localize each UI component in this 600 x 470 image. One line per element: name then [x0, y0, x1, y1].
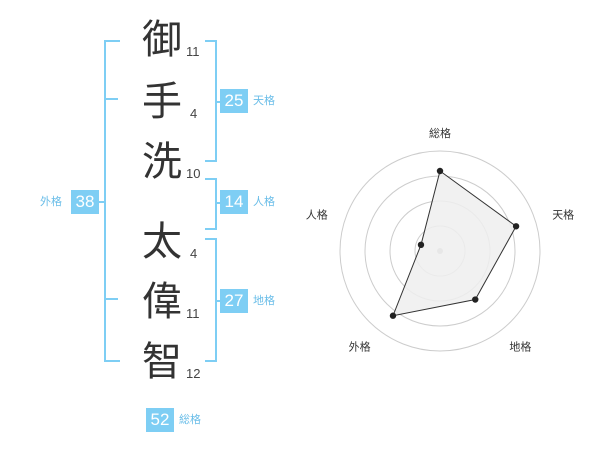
- stroke-count-4: 4: [190, 246, 198, 261]
- radar-area: [392, 170, 517, 317]
- gaikaku-bracket-arm: [99, 201, 104, 203]
- chikaku-bracket-arm: [215, 300, 220, 302]
- soukaku-value: 52: [146, 408, 174, 432]
- gaikaku-value: 38: [71, 190, 99, 214]
- radar-point-2: [472, 296, 479, 303]
- gaikaku-bracket-tick-2: [104, 298, 118, 300]
- chikaku-label: 地格: [253, 294, 275, 307]
- stroke-count-5: 11: [186, 306, 200, 321]
- radar-point-1: [512, 223, 520, 230]
- jinkaku-value: 14: [220, 190, 248, 214]
- radar-points: [389, 167, 520, 319]
- radar-axis-label-2: 地格: [509, 340, 531, 354]
- radar-point-4: [417, 241, 425, 249]
- name-char-5: 偉: [142, 279, 182, 325]
- jinkaku-label: 人格: [253, 195, 275, 208]
- name-char-1: 御: [142, 17, 182, 63]
- stroke-count-3: 10: [186, 166, 201, 181]
- jinkaku-bracket: [205, 178, 217, 230]
- radar-ring-4: [339, 150, 541, 352]
- tenkaku-value: 25: [220, 89, 248, 113]
- name-char-4: 太: [142, 219, 182, 265]
- radar-axis-label-1: 天格: [552, 208, 574, 222]
- soukaku-label: 総格: [179, 413, 201, 426]
- stroke-count-6: 12: [186, 366, 201, 381]
- jinkaku-bracket-arm: [215, 202, 220, 204]
- gaikaku-bracket-tick-1: [104, 98, 118, 100]
- radar-axis-label-4: 人格: [306, 208, 328, 222]
- tenkaku-label: 天格: [253, 94, 275, 107]
- gaikaku-label: 外格: [40, 195, 62, 208]
- stroke-count-1: 11: [186, 44, 200, 59]
- chikaku-value: 27: [220, 289, 248, 313]
- stroke-count-2: 4: [190, 106, 198, 121]
- tenkaku-bracket-arm: [215, 101, 220, 103]
- radar-point-3: [389, 312, 397, 319]
- name-char-2: 手: [142, 79, 182, 125]
- radar-axis-label-0: 総格: [429, 126, 451, 140]
- radar-point-0: [436, 167, 444, 175]
- name-char-6: 智: [142, 339, 182, 385]
- gaikaku-bracket: [104, 40, 120, 362]
- name-char-3: 洗: [142, 139, 182, 185]
- radar-axis-label-3: 外格: [349, 340, 371, 354]
